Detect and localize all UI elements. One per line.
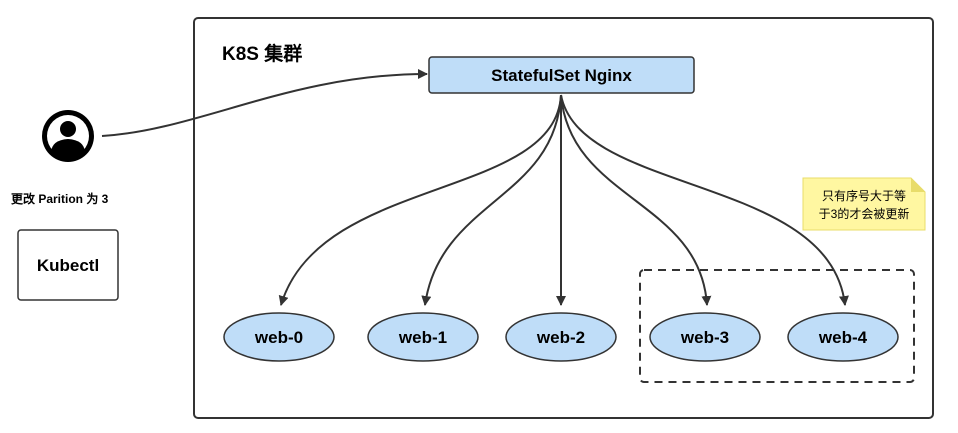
note-line-1: 只有序号大于等 — [822, 188, 906, 203]
kubectl-label: Kubectl — [37, 256, 99, 275]
statefulset-box[interactable] — [428, 56, 695, 94]
pod-label: web-4 — [818, 328, 868, 347]
pod-web-4[interactable]: web-4 — [787, 312, 899, 362]
updated-pods-group — [639, 269, 915, 383]
pod-web-3[interactable]: web-3 — [649, 312, 761, 362]
note-fold — [911, 178, 925, 192]
edge-to-web-1 — [421, 94, 562, 306]
pod-label: web-1 — [398, 328, 447, 347]
cluster-frame — [193, 17, 934, 419]
edge-to-web-0 — [278, 94, 562, 306]
pod-web-1[interactable]: web-1 — [367, 312, 479, 362]
edge-to-web-3 — [560, 94, 712, 306]
pod-label: web-3 — [680, 328, 729, 347]
statefulset-label: StatefulSet Nginx — [491, 66, 632, 85]
user-to-statefulset-edge — [101, 69, 428, 137]
pod-web-0[interactable]: web-0 — [223, 312, 335, 362]
cluster-title: K8S 集群 — [222, 42, 302, 65]
action-label: 更改 Parition 为 3 — [11, 191, 109, 206]
pod-web-2[interactable]: web-2 — [505, 312, 617, 362]
edge-to-web-4 — [560, 94, 849, 306]
pod-label: web-2 — [536, 328, 585, 347]
kubectl-box[interactable] — [17, 229, 119, 301]
user-icon — [42, 110, 94, 162]
note-line-2: 于3的才会被更新 — [819, 206, 910, 221]
note-shape — [802, 177, 926, 231]
pod-label: web-0 — [254, 328, 303, 347]
